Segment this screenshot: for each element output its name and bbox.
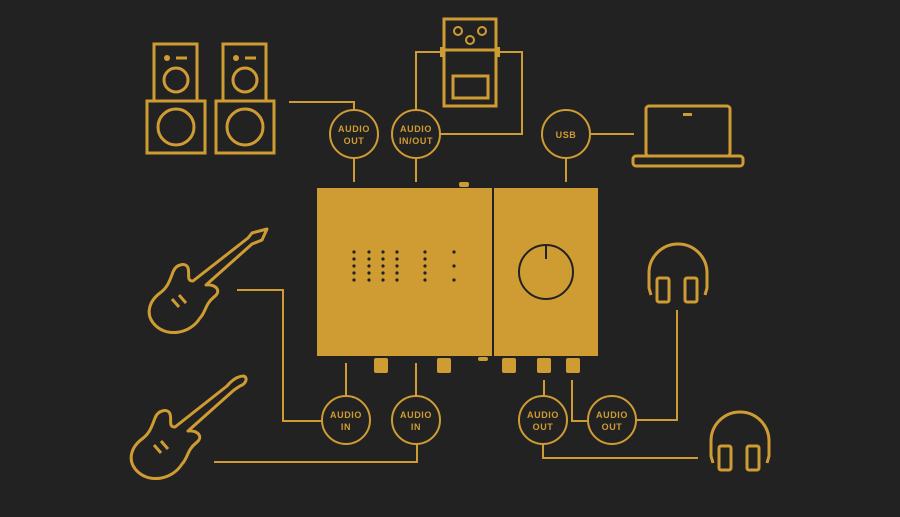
meter-dot [381,278,385,282]
audio-out2-link [571,380,588,422]
guitar-icon [129,374,248,481]
meter-dot [423,250,427,254]
port-label: AUDIO [527,410,559,420]
meter-dot [395,257,399,261]
port-label: IN/OUT [399,136,433,146]
meter-dot [452,250,456,254]
meter-dot [381,257,385,261]
meter-dot [352,257,356,261]
meter-dot [395,264,399,268]
meter-dot [367,278,371,282]
speakers-line [289,101,355,110]
meter-dot [423,271,427,275]
port-audio-inout: AUDIO IN/OUT [391,109,441,159]
meter-dot [367,264,371,268]
laptop-icon [631,104,745,168]
meter-dot [381,264,385,268]
port-label: AUDIO [596,410,628,420]
meter-dot [452,278,456,282]
port-audio-out-1: AUDIO OUT [518,395,568,445]
port-label: AUDIO [400,410,432,420]
port-label: USB [556,130,577,140]
connection-lines [214,51,698,463]
headphones1-line [636,310,678,421]
port-audio-in-2: AUDIO IN [391,395,441,445]
headphones2-line [542,444,698,459]
meter-dot [423,257,427,261]
guitar-icon [147,227,269,335]
meter-dot [423,264,427,268]
meter-dot [367,250,371,254]
meter-dot [352,264,356,268]
audio-interface-icon [317,182,598,373]
effects-pedal-icon [440,17,500,108]
headphones-icon [647,242,709,304]
meter-dot [381,250,385,254]
meter-dot [381,271,385,275]
port-label: AUDIO [338,124,370,134]
port-label: OUT [602,422,623,432]
port-audio-in-1: AUDIO IN [321,395,371,445]
level-meter-dots [352,250,456,282]
port-label: OUT [344,136,365,146]
port-label: OUT [533,422,554,432]
meter-dot [395,250,399,254]
port-usb: USB [541,109,591,159]
speaker-icon [145,42,207,155]
meter-dot [367,271,371,275]
meter-dot [452,264,456,268]
meter-dot [352,278,356,282]
speaker-icon [214,42,276,155]
meter-dot [395,278,399,282]
guitar2-line [214,444,418,463]
volume-knob[interactable] [518,244,574,300]
port-label: IN [341,422,351,432]
port-audio-out-2: AUDIO OUT [587,395,637,445]
pedal-in-line [415,51,441,110]
meter-dot [367,257,371,261]
port-audio-out-top: AUDIO OUT [329,109,379,159]
port-label: AUDIO [400,124,432,134]
meter-dot [352,271,356,275]
guitar1-line [237,289,322,422]
pedal-out-line [440,51,523,135]
meter-dot [352,250,356,254]
meter-dot [423,278,427,282]
port-label: IN [411,422,421,432]
headphones-icon [709,410,771,472]
meter-dot [395,271,399,275]
port-label: AUDIO [330,410,362,420]
